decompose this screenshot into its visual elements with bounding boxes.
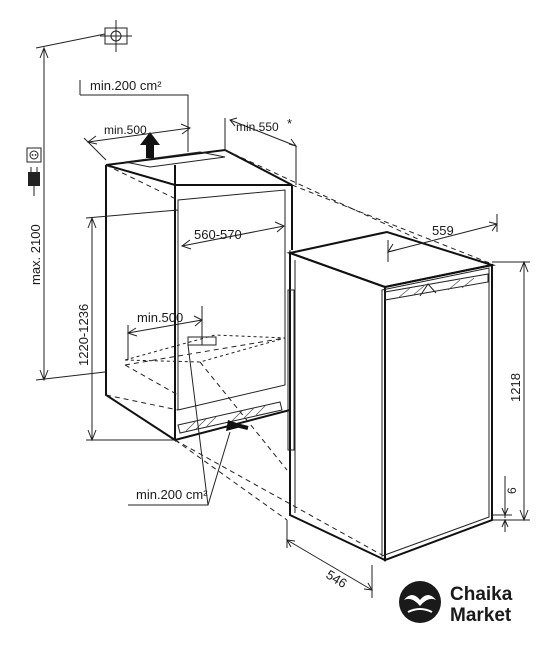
appliance-vent-hatching xyxy=(397,277,475,299)
max-height-label: max. 2100 xyxy=(28,224,43,285)
chaika-market-logo: Chaika Market xyxy=(399,581,513,626)
appliance-body xyxy=(286,230,496,562)
max-height-dimension: max. 2100 xyxy=(28,46,106,382)
top-vent-label: min.200 cm² xyxy=(90,78,162,93)
rear-clearance-label: min.550 xyxy=(236,120,279,134)
top-depth-label: min.500 xyxy=(104,123,147,137)
bottom-vent-label: min.200 cm² xyxy=(136,487,208,502)
logo-line1: Chaika xyxy=(450,584,513,605)
niche-width-label: 560-570 xyxy=(194,227,242,242)
appliance-width-label: 559 xyxy=(432,223,454,238)
appliance-width-dimension: 559 xyxy=(386,214,498,262)
logo-line2: Market xyxy=(450,605,512,626)
inner-depth-label: min.500 xyxy=(137,310,183,325)
top-depth-dimension: min.500 xyxy=(83,123,191,161)
power-socket-icon xyxy=(26,147,42,163)
top-vent-annotation: min.200 cm² xyxy=(79,78,189,152)
appliance-depth-label: 546 xyxy=(323,567,349,591)
appliance-depth-dimension: 546 xyxy=(286,520,373,598)
water-connection-icon xyxy=(35,20,132,52)
appliance-height-dimension: 1218 xyxy=(492,260,530,522)
airflow-arrow-icon xyxy=(140,132,160,158)
projection-lines xyxy=(174,149,493,556)
niche-height-dimension: 1220-1236 xyxy=(76,209,179,442)
niche-cabinet xyxy=(105,148,293,442)
inner-depth-dimension: min.500 xyxy=(126,306,217,360)
niche-height-label: 1220-1236 xyxy=(76,304,91,366)
bottom-vent-annotation: min.200 cm² xyxy=(128,344,249,506)
rear-clearance-mark: * xyxy=(287,116,292,131)
plinth-height-dimension: 6 xyxy=(492,476,519,532)
power-plug-icon xyxy=(28,167,40,196)
appliance-height-label: 1218 xyxy=(508,373,523,402)
plinth-height-label: 6 xyxy=(505,487,519,494)
niche-width-dimension: 560-570 xyxy=(180,221,285,250)
rear-clearance-dimension: min.550 * xyxy=(224,116,298,185)
